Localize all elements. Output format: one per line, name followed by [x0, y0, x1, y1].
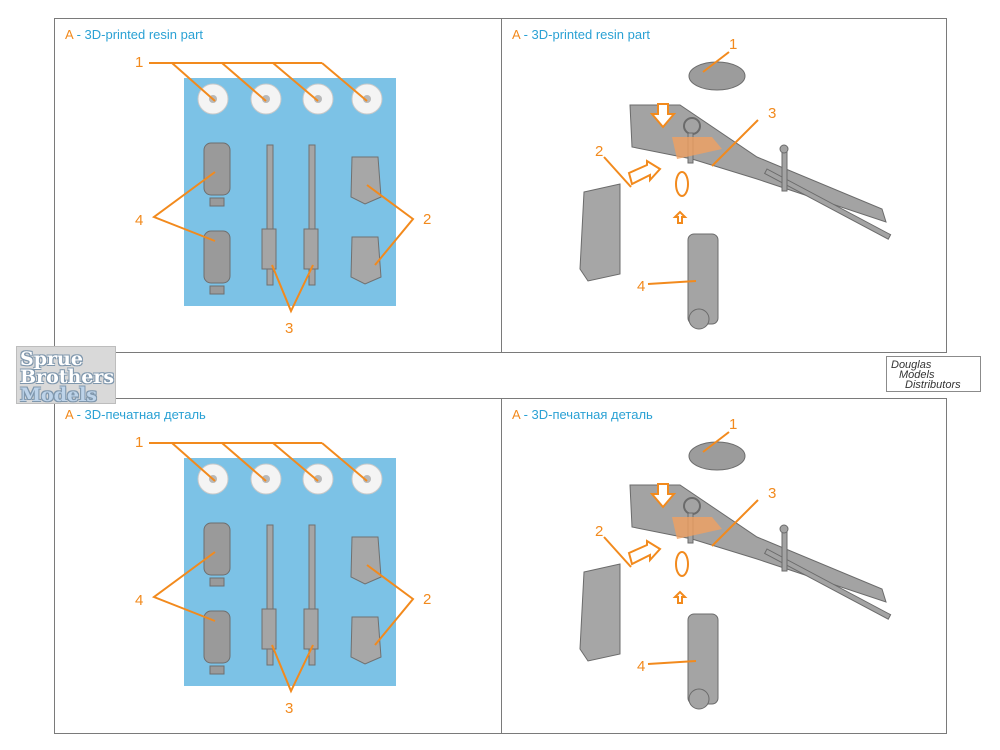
resin-sheet-panel: A - 3D-печатная деталь [55, 399, 501, 733]
part-letter: A [65, 27, 73, 42]
instruction-frame-english: A - 3D-printed resin part [54, 18, 947, 353]
callout-1: 1 [729, 416, 737, 433]
frame-divider [501, 399, 502, 733]
callout-2: 2 [595, 523, 603, 540]
instruction-frame-russian: A - 3D-печатная деталь [54, 398, 947, 734]
douglas-models-logo: Douglas Models Distributors [886, 356, 981, 392]
frame-divider [501, 19, 502, 352]
part-description: - 3D-печатная деталь [519, 407, 653, 422]
part-letter: A [512, 407, 520, 422]
assembly-panel: A - 3D-печатная деталь [502, 399, 948, 733]
callout-lines: 1 4 2 3 [135, 434, 431, 717]
assembly-illustration [579, 441, 892, 710]
callout-3: 3 [285, 700, 293, 717]
assembly-arrows [627, 483, 688, 604]
part-description: - 3D-printed resin part [519, 27, 651, 42]
shield-part [579, 563, 621, 662]
highlight-slot [672, 137, 722, 159]
sprue-brothers-logo: Sprue Brothers Models [16, 346, 116, 405]
assembly-arrows [627, 103, 688, 224]
callout-4: 4 [135, 592, 143, 609]
part-description: - 3D-печатная деталь [72, 407, 206, 422]
panel-title: A - 3D-печатная деталь [512, 407, 653, 422]
gun-barrel-parts [261, 144, 319, 286]
highlight-slot [672, 517, 722, 539]
callout-3: 3 [285, 320, 293, 337]
callout-lines: 1 2 3 4 [595, 36, 776, 295]
shield-parts [350, 536, 382, 665]
callout-2: 2 [595, 143, 603, 160]
shield-parts [350, 156, 382, 285]
panel-title: A - 3D-printed resin part [65, 27, 203, 42]
mount-part [687, 613, 719, 710]
resin-sheet-panel: A - 3D-printed resin part [55, 19, 501, 352]
assembly-panel: A - 3D-printed resin part [502, 19, 948, 352]
mount-parts [203, 522, 231, 675]
resin-sheet-illustration [184, 458, 396, 686]
assembly-illustration [579, 61, 892, 330]
callout-2: 2 [423, 591, 431, 608]
callout-lines: 1 2 3 4 [595, 416, 776, 675]
callout-lines: 1 4 2 3 [135, 54, 431, 337]
callout-1: 1 [729, 36, 737, 53]
callout-4: 4 [135, 212, 143, 229]
callout-1: 1 [135, 54, 143, 71]
callout-3: 3 [768, 105, 776, 122]
part-letter: A [65, 407, 73, 422]
gun-assembly [629, 484, 892, 620]
callout-4: 4 [637, 658, 645, 675]
gun-barrel-parts [261, 524, 319, 666]
mount-parts [203, 142, 231, 295]
callout-3: 3 [768, 485, 776, 502]
panel-title: A - 3D-printed resin part [512, 27, 650, 42]
callout-1: 1 [135, 434, 143, 451]
mount-part [687, 233, 719, 330]
panel-title: A - 3D-печатная деталь [65, 407, 206, 422]
callout-2: 2 [423, 211, 431, 228]
resin-sheet-illustration [184, 78, 396, 306]
part-description: - 3D-printed resin part [72, 27, 204, 42]
shield-part [579, 183, 621, 282]
callout-4: 4 [637, 278, 645, 295]
part-letter: A [512, 27, 520, 42]
